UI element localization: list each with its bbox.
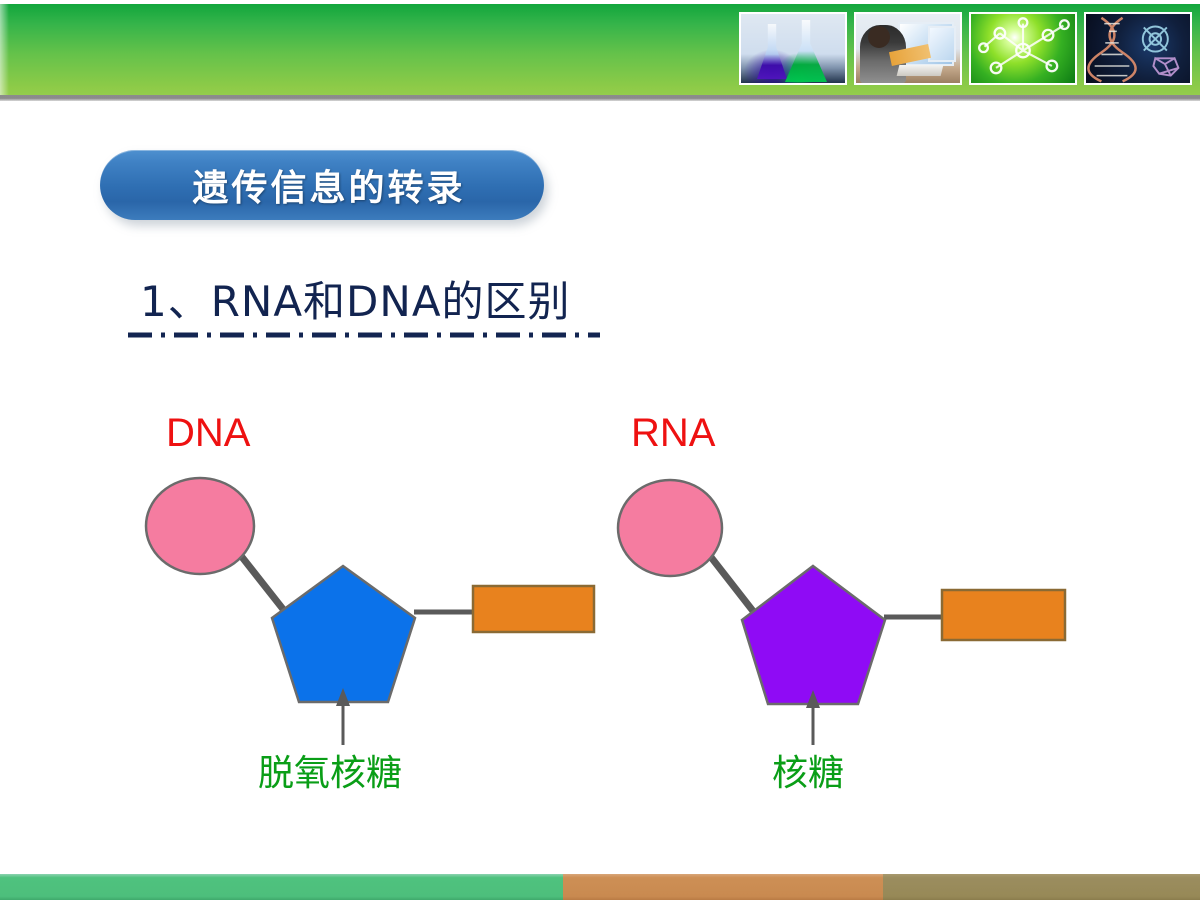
rna-phosphate-rectangle — [940, 588, 1067, 642]
rna-molecule-label: RNA — [631, 411, 716, 455]
slide-title-pill: 遗传信息的转录 — [100, 150, 544, 220]
slide-subtitle: 1、RNA和DNA的区别 — [140, 277, 571, 326]
keyboard-icon — [896, 65, 944, 76]
rna-ribose-pentagon — [740, 564, 887, 706]
rna-sugar-label: 核糖 — [772, 753, 845, 794]
header-divider-rule — [0, 95, 1200, 101]
molecule-icon — [978, 17, 1070, 75]
lab-flasks-photo — [739, 12, 847, 85]
slide-title-text: 遗传信息的转录 — [192, 168, 466, 209]
dna-phosphate-rectangle — [471, 584, 596, 634]
dna-helix-icon — [1087, 16, 1180, 83]
green-molecule-photo — [969, 12, 1077, 85]
person-head-icon — [868, 26, 890, 48]
rna-base-circle — [616, 478, 724, 578]
dna-structure-photo — [1084, 12, 1192, 85]
dna-deoxyribose-pentagon — [270, 564, 417, 704]
dna-base-sugar-connector — [235, 549, 293, 621]
header-left-highlight — [0, 4, 9, 95]
computer-work-photo — [854, 12, 962, 85]
dna-molecule-label: DNA — [166, 411, 251, 455]
footer-color-bar — [0, 874, 1200, 900]
footer-segment-green — [0, 874, 563, 900]
dna-sugar-label: 脱氧核糖 — [258, 753, 403, 794]
dna-sugar-pointer-arrowhead — [336, 688, 350, 706]
footer-segment-orange — [563, 874, 883, 900]
header-thumbnail-strip — [739, 12, 1192, 85]
dna-base-circle — [144, 476, 256, 576]
rna-base-sugar-connector — [704, 549, 763, 623]
footer-segment-olive — [883, 874, 1200, 900]
monitor-secondary-icon — [928, 26, 956, 62]
subtitle-dash-dot-rule — [128, 332, 600, 338]
rna-sugar-pointer-arrowhead — [806, 690, 820, 708]
